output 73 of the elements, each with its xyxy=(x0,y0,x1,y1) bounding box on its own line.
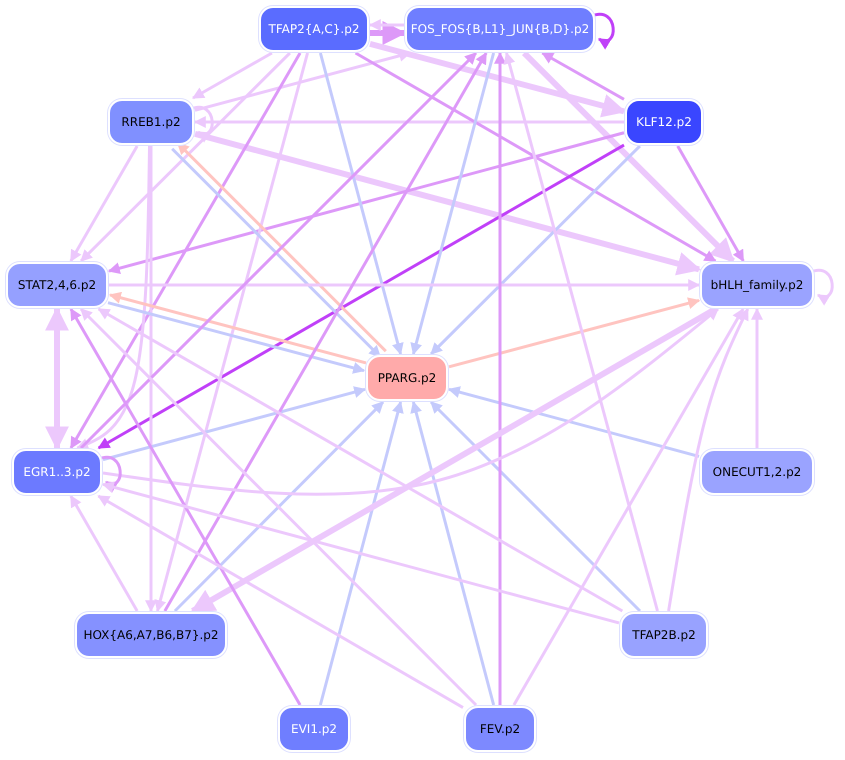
arrow xyxy=(194,116,624,128)
arrow xyxy=(45,306,69,450)
arrow xyxy=(192,52,273,100)
arrow xyxy=(108,292,366,364)
arrow xyxy=(667,308,750,612)
gene-node xyxy=(366,355,448,401)
arrow xyxy=(145,146,157,612)
gene-node xyxy=(259,6,369,52)
node-label: FEV.p2 xyxy=(480,722,520,736)
arrow xyxy=(190,306,717,614)
gene-node xyxy=(625,99,703,145)
node-label: PPARG.p2 xyxy=(378,371,436,385)
arrow xyxy=(512,308,744,706)
arrow xyxy=(80,52,291,262)
arrow xyxy=(194,130,702,276)
arrow xyxy=(70,145,138,262)
gene-node xyxy=(700,262,814,308)
arrow xyxy=(410,52,496,356)
arrow xyxy=(154,52,309,612)
arrow xyxy=(109,279,700,291)
arrow xyxy=(370,21,406,45)
node-label: RREB1.p2 xyxy=(121,115,181,129)
arrow xyxy=(318,52,404,356)
arrow xyxy=(410,400,496,706)
arrow xyxy=(369,40,626,118)
arrow xyxy=(504,52,659,612)
arrow xyxy=(164,52,488,612)
gene-node xyxy=(75,612,227,658)
node-label: STAT2,4,6.p2 xyxy=(18,278,96,292)
arrow xyxy=(70,494,138,612)
node-label: bHLH_family.p2 xyxy=(710,278,804,292)
arrow xyxy=(102,386,366,462)
gene-node xyxy=(6,262,108,308)
arrow xyxy=(97,494,464,709)
gene-node xyxy=(700,449,814,495)
arrow xyxy=(430,144,641,356)
node-label: KLF12.p2 xyxy=(636,115,692,129)
node-label: FOS_FOS{B,L1}_JUN{B,D}.p2 xyxy=(410,22,590,36)
arrow xyxy=(70,308,302,706)
arrow xyxy=(448,297,700,368)
arrow xyxy=(98,308,624,612)
arrow xyxy=(448,386,700,458)
gene-node xyxy=(620,612,708,658)
arrow xyxy=(541,52,625,101)
node-label: EGR1..3.p2 xyxy=(23,465,91,479)
arrow xyxy=(430,400,642,612)
gene-node xyxy=(278,706,350,752)
node-label: HOX{A6,A7,B6,B7}.p2 xyxy=(83,628,219,642)
arrow xyxy=(70,52,302,450)
arrow xyxy=(318,400,404,706)
node-label: TFAP2B.p2 xyxy=(632,628,696,642)
arrow xyxy=(494,52,506,705)
node-label: ONECUT1,2.p2 xyxy=(712,465,802,479)
arrow xyxy=(76,146,151,450)
arrow xyxy=(102,481,620,624)
arrow xyxy=(80,52,478,450)
arrow xyxy=(174,400,384,612)
arrow xyxy=(80,308,478,706)
gene-node xyxy=(405,6,595,52)
arrow xyxy=(368,19,404,31)
arrow xyxy=(108,131,624,274)
node-label: TFAP2{A,C}.p2 xyxy=(268,22,360,36)
arrow xyxy=(108,301,366,374)
gene-node xyxy=(108,99,194,145)
node-label: EVI1.p2 xyxy=(290,722,338,736)
arrow xyxy=(522,50,736,264)
arrow xyxy=(102,308,719,496)
gene-node xyxy=(12,449,102,495)
gene-node xyxy=(464,706,536,752)
arrow xyxy=(98,144,625,450)
arrow xyxy=(676,145,745,262)
arrow xyxy=(354,52,716,262)
arrow xyxy=(751,308,763,448)
